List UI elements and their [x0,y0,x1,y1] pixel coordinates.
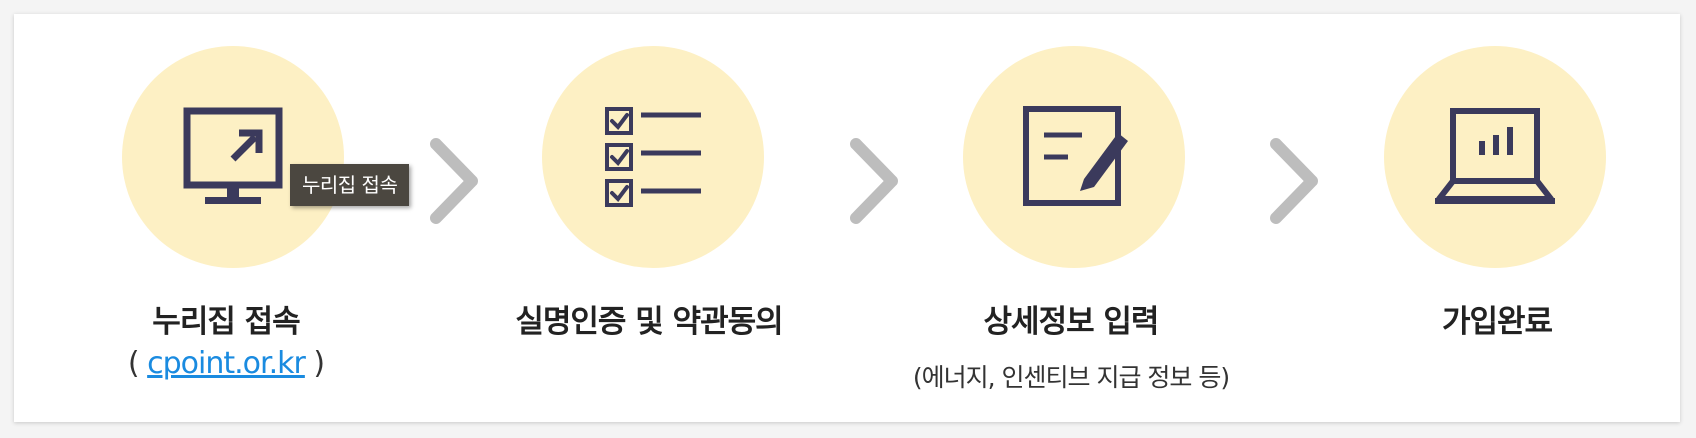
step-2-circle [542,46,764,268]
cpoint-link[interactable]: cpoint.or.kr [147,346,306,381]
tooltip: 누리집 접속 [290,164,410,206]
step-2-title: 실명인증 및 약관동의 [515,304,783,340]
step-1-circle [122,46,344,268]
step-identity-terms: 실명인증 및 약관동의 [467,14,887,422]
step-1-paren-open: ( [127,346,140,381]
step-complete: 가입완료 [1308,14,1696,422]
step-1-paren-close: ) [313,346,325,381]
chevron-right-icon [1270,138,1318,224]
checklist-icon [605,107,701,207]
step-3-title: 상세정보 입력 [983,304,1160,340]
step-4-title: 가입완료 [1441,304,1553,340]
monitor-arrow-icon [183,107,283,204]
step-3-subtitle: (에너지, 인센티브 지급 정보 등) [912,363,1230,392]
step-1-subtitle: ( cpoint.or.kr ) [16,346,436,381]
step-4-circle [1384,46,1606,268]
document-pen-icon [1023,106,1128,206]
chevron-right-icon [850,138,898,224]
laptop-chart-icon [1435,108,1555,204]
step-3-circle [963,46,1185,268]
chevron-right-icon [430,138,478,224]
step-visit-site: 누리집 접속 ( cpoint.or.kr ) [47,14,467,422]
signup-steps-panel: 누리집 접속 ( cpoint.or.kr ) [14,14,1680,422]
step-detail-info: 상세정보 입력 (에너지, 인센티브 지급 정보 등) [887,14,1307,422]
step-1-title: 누리집 접속 [152,304,300,340]
